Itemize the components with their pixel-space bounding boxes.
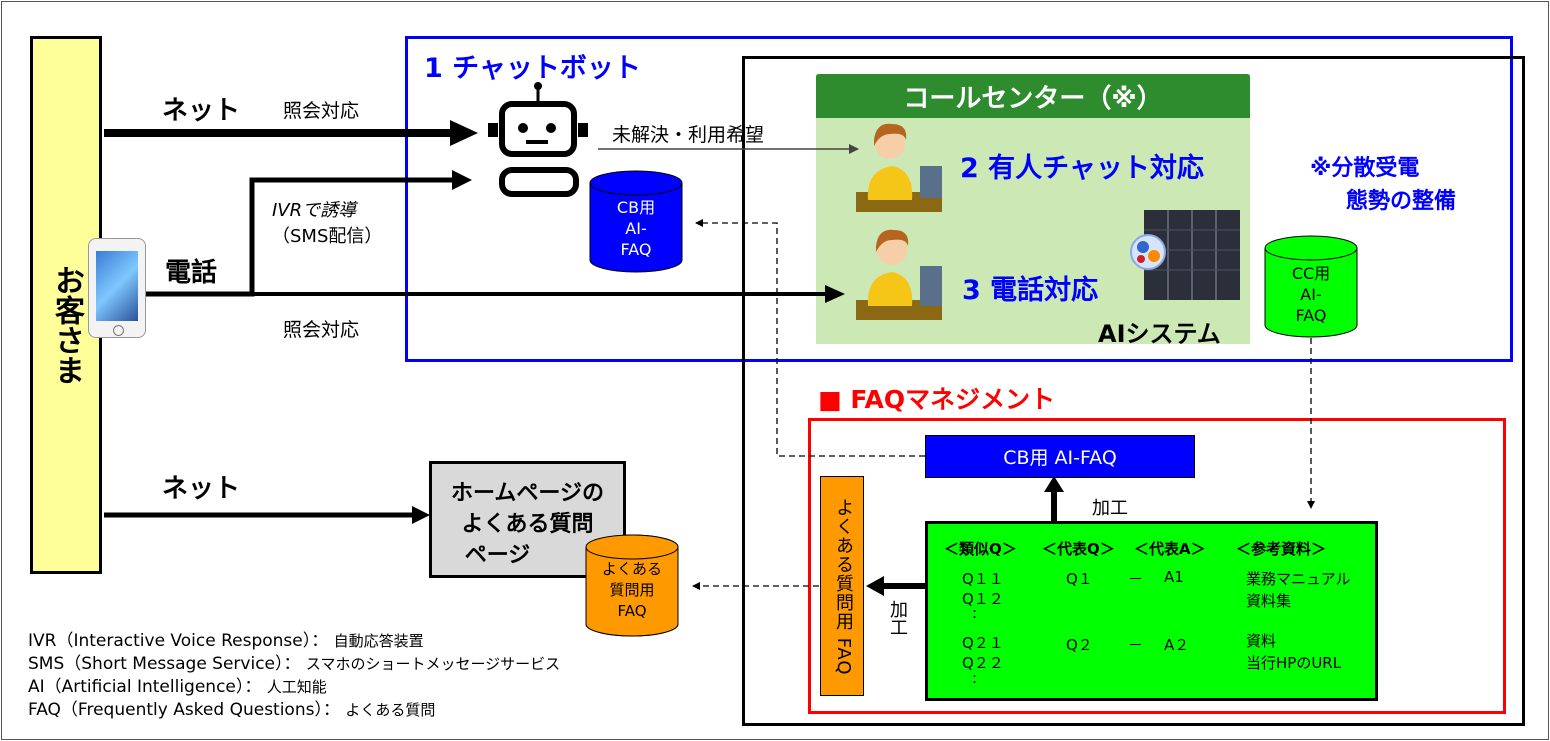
table-header-rep-a: ＜代表A＞ — [1134, 540, 1206, 558]
unresolved-label: 未解決・利用希望 — [612, 124, 765, 146]
table-cell: 資料集 — [1246, 592, 1292, 610]
cc-ai-faq-cylinder — [1264, 235, 1358, 338]
table-header-rep-q: ＜代表Q＞ — [1042, 540, 1115, 558]
net-bottom-label: ネット — [162, 474, 241, 504]
smartphone-icon — [88, 238, 146, 338]
glossary-notes: IVR（Interactive Voice Response）： 自動応答装置 … — [28, 630, 560, 722]
table-cell: 業務マニュアル — [1246, 570, 1351, 588]
table-cell: Q１２ — [962, 590, 1004, 608]
faq-for-questions-bar: よくある質問用 FAQ — [820, 476, 864, 696]
table-cell: Q２ — [1066, 636, 1093, 654]
phone-line — [146, 177, 455, 297]
call-center-header: コールセンター（※） — [816, 74, 1250, 118]
call-center-region — [742, 56, 1525, 726]
inquiry-top-label: 照会対応 — [283, 100, 360, 122]
table-cell: － — [1128, 570, 1144, 588]
table-header-reference: ＜参考資料＞ — [1236, 540, 1327, 558]
customer-label: お客さま — [49, 265, 84, 385]
table-cell: Q２１ — [962, 634, 1004, 652]
server-rack-icon — [1130, 210, 1240, 300]
sms-label: （SMS配信） — [272, 226, 383, 247]
inquiry-bottom-label: 照会対応 — [283, 319, 360, 341]
ivr-label: IVRで誘導 — [272, 200, 357, 221]
cb-ai-faq-cylinder — [589, 170, 683, 273]
faq-management-region — [808, 418, 1506, 714]
chatbot-region — [405, 36, 1513, 362]
table-cell: Q１ — [1066, 570, 1093, 588]
table-cell: 当行HPのURL — [1246, 654, 1342, 672]
note-ivr: IVR（Interactive Voice Response）： 自動応答装置 — [28, 631, 424, 651]
table-cell: － — [1128, 636, 1144, 654]
table-cell: A1 — [1164, 568, 1184, 586]
table-cell: Q１１ — [962, 570, 1004, 588]
note-ai: AI（Artificial Intelligence）： 人工知能 — [28, 677, 327, 697]
cb-faq-feed-dashed — [695, 219, 925, 457]
faq-table — [925, 521, 1378, 701]
net-top-label: ネット — [162, 96, 241, 126]
table-cell: Q２２ — [962, 654, 1004, 672]
phone-label: 電話 — [165, 258, 218, 288]
note-faq: FAQ（Frequently Asked Questions）： よくある質問 — [28, 700, 436, 720]
ai-system-label: AIシステム — [1098, 320, 1221, 348]
process-top-label: 加工 — [1092, 498, 1128, 519]
faq-management-title: ■ FAQマネジメント — [818, 385, 1056, 414]
operator-icon — [856, 123, 942, 212]
table-cell: 資料 — [1246, 632, 1277, 650]
table-header-similar-q: ＜類似Q＞ — [944, 540, 1017, 558]
cb-ai-faq-bar: CB用 AI-FAQ — [925, 435, 1195, 478]
table-cell: : — [972, 669, 978, 687]
chatbot-title: 1 チャットボット — [424, 53, 641, 84]
process-left-label: 加工 — [887, 600, 908, 636]
homepage-faq-box: ホームページの よくある質問 ページ — [429, 461, 626, 578]
manned-chat-label: 2 有人チャット対応 — [960, 153, 1204, 184]
distributed-line1: ※分散受電 — [1310, 156, 1420, 181]
table-cell: A２ — [1164, 636, 1190, 654]
operator-icon — [856, 229, 942, 320]
distributed-line2: 態勢の整備 — [1346, 189, 1457, 214]
faq-cylinder-front — [585, 534, 679, 637]
phone-support-label: 3 電話対応 — [962, 275, 1099, 306]
table-cell: : — [972, 604, 978, 622]
robot-icon — [488, 82, 588, 197]
note-sms: SMS（Short Message Service）： スマホのショートメッセー… — [28, 654, 561, 674]
